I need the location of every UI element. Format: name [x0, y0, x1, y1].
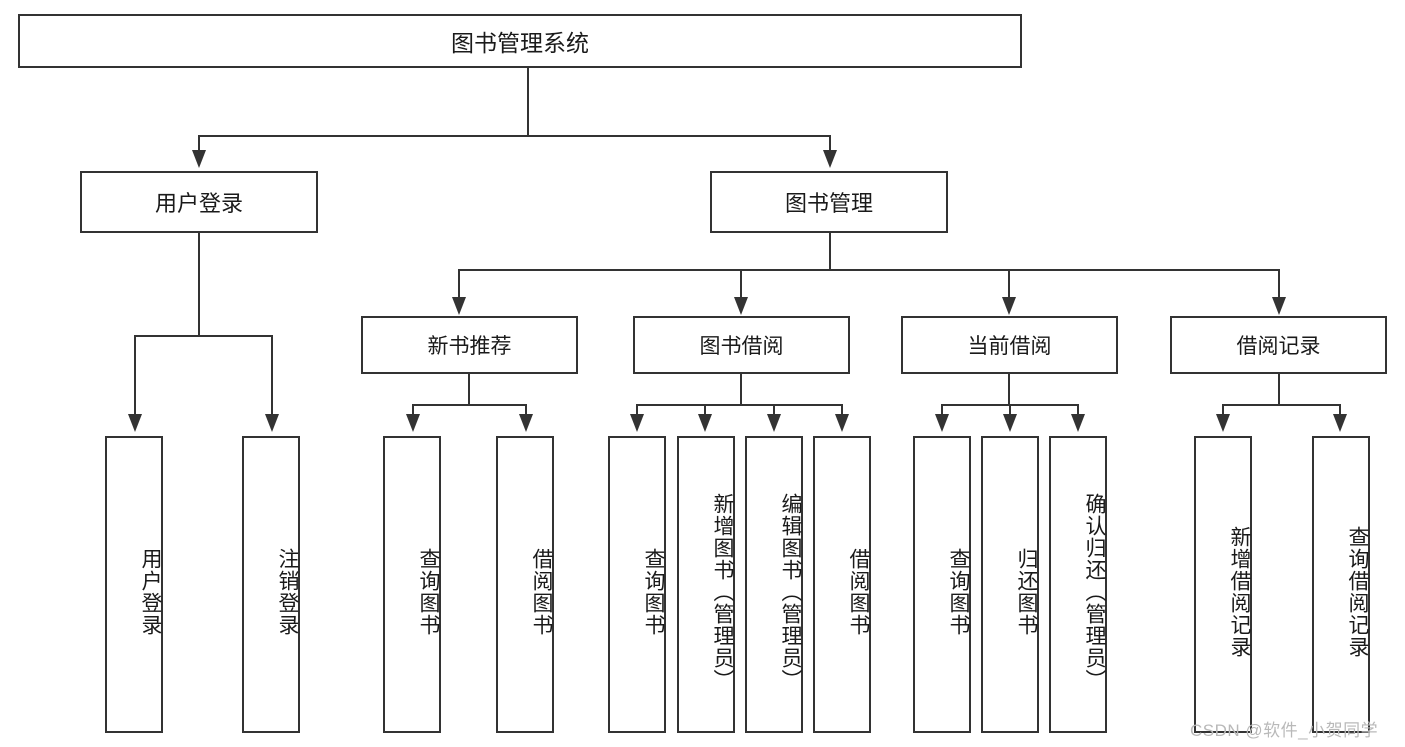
leaf-add-record-label: 新增借阅记录: [1228, 525, 1251, 658]
edge-user-login-bus: [134, 335, 273, 337]
edge-user-login-child-1: [134, 335, 136, 418]
arrow-to-book-borrow-icon: [734, 297, 748, 315]
edge-to-book-borrow: [740, 269, 742, 301]
arrow-borrow-record-child-1-icon: [1216, 414, 1230, 432]
edge-to-user-login: [198, 135, 200, 155]
edge-to-new-book-recommend: [458, 269, 460, 301]
leaf-borrow-book-1[interactable]: 借阅图书: [496, 436, 554, 733]
edge-book-management-bus: [458, 269, 1280, 271]
node-new-book-recommend[interactable]: 新书推荐: [361, 316, 578, 374]
node-root[interactable]: 图书管理系统: [18, 14, 1022, 68]
arrow-to-book-management-icon: [823, 150, 837, 168]
node-borrow-record[interactable]: 借阅记录: [1170, 316, 1387, 374]
edge-user-login-child-2: [271, 335, 273, 418]
node-user-login-label: 用户登录: [154, 191, 243, 216]
leaf-query-record[interactable]: 查询借阅记录: [1312, 436, 1370, 733]
arrow-user-login-child-2-icon: [265, 414, 279, 432]
leaf-user-login[interactable]: 用户登录: [105, 436, 163, 733]
arrow-book-borrow-child-3-icon: [767, 414, 781, 432]
arrow-current-borrow-child-3-icon: [1071, 414, 1085, 432]
leaf-logout-login-label: 注销登录: [276, 547, 299, 636]
leaf-borrow-book-2[interactable]: 借阅图书: [813, 436, 871, 733]
leaf-user-login-label: 用户登录: [139, 547, 162, 636]
leaf-query-book-1[interactable]: 查询图书: [383, 436, 441, 733]
edge-borrow-record-stem: [1278, 374, 1280, 405]
leaf-confirm-return[interactable]: 确认归还（管理员）: [1049, 436, 1107, 733]
edge-current-borrow-stem: [1008, 374, 1010, 405]
leaf-add-book[interactable]: 新增图书（管理员）: [677, 436, 735, 733]
node-book-borrow-label: 图书借阅: [699, 335, 784, 358]
edge-to-current-borrow: [1008, 269, 1010, 301]
edge-borrow-record-child-2: [1339, 404, 1341, 418]
leaf-add-record[interactable]: 新增借阅记录: [1194, 436, 1252, 733]
leaf-query-book-3-label: 查询图书: [947, 547, 970, 636]
leaf-edit-book[interactable]: 编辑图书（管理员）: [745, 436, 803, 733]
edge-new-book-recommend-child-2: [525, 404, 527, 418]
edge-to-borrow-record: [1278, 269, 1280, 301]
edge-book-borrow-stem: [740, 374, 742, 405]
edge-new-book-recommend-child-1: [412, 404, 414, 418]
edge-to-book-management: [829, 135, 831, 155]
arrow-to-user-login-icon: [192, 150, 206, 168]
edge-new-book-recommend-stem: [468, 374, 470, 405]
arrow-new-book-recommend-child-1-icon: [406, 414, 420, 432]
edge-book-borrow-child-1: [636, 404, 638, 418]
arrow-to-current-borrow-icon: [1002, 297, 1016, 315]
edge-root-bus: [198, 135, 831, 137]
arrow-book-borrow-child-2-icon: [698, 414, 712, 432]
leaf-query-record-label: 查询借阅记录: [1346, 525, 1369, 658]
watermark-text: CSDN @软件_小贺同学: [1190, 721, 1379, 740]
edge-current-borrow-child-1: [941, 404, 943, 418]
node-current-borrow[interactable]: 当前借阅: [901, 316, 1118, 374]
arrow-to-new-book-recommend-icon: [452, 297, 466, 315]
leaf-confirm-return-label: 确认归还（管理员）: [1083, 492, 1106, 691]
edge-user-login-stem: [198, 233, 200, 335]
leaf-edit-book-label: 编辑图书（管理员）: [779, 492, 802, 691]
leaf-return-book[interactable]: 归还图书: [981, 436, 1039, 733]
arrow-book-borrow-child-1-icon: [630, 414, 644, 432]
leaf-borrow-book-1-label: 借阅图书: [530, 547, 553, 636]
leaf-borrow-book-2-label: 借阅图书: [847, 547, 870, 636]
leaf-return-book-label: 归还图书: [1015, 547, 1038, 636]
leaf-add-book-label: 新增图书（管理员）: [711, 492, 734, 691]
arrow-user-login-child-1-icon: [128, 414, 142, 432]
leaf-query-book-3[interactable]: 查询图书: [913, 436, 971, 733]
edge-current-borrow-child-2: [1009, 404, 1011, 418]
arrow-current-borrow-child-2-icon: [1003, 414, 1017, 432]
node-user-login[interactable]: 用户登录: [80, 171, 318, 233]
edge-borrow-record-child-1: [1222, 404, 1224, 418]
edge-book-borrow-bus: [636, 404, 843, 406]
arrow-book-borrow-child-4-icon: [835, 414, 849, 432]
arrow-to-borrow-record-icon: [1272, 297, 1286, 315]
leaf-query-book-1-label: 查询图书: [417, 547, 440, 636]
edge-book-management-stem: [829, 233, 831, 271]
edge-current-borrow-child-3: [1077, 404, 1079, 418]
edge-book-borrow-child-4: [841, 404, 843, 418]
node-new-book-recommend-label: 新书推荐: [427, 335, 512, 358]
arrow-current-borrow-child-1-icon: [935, 414, 949, 432]
arrow-borrow-record-child-2-icon: [1333, 414, 1347, 432]
leaf-query-book-2[interactable]: 查询图书: [608, 436, 666, 733]
edge-root-stem: [527, 68, 529, 135]
node-book-borrow[interactable]: 图书借阅: [633, 316, 850, 374]
edge-book-borrow-child-3: [773, 404, 775, 418]
node-root-label: 图书管理系统: [451, 30, 589, 56]
node-book-management[interactable]: 图书管理: [710, 171, 948, 233]
leaf-logout-login[interactable]: 注销登录: [242, 436, 300, 733]
node-book-management-label: 图书管理: [784, 191, 873, 216]
edge-book-borrow-child-2: [704, 404, 706, 418]
leaf-query-book-2-label: 查询图书: [642, 547, 665, 636]
edge-new-book-recommend-bus: [412, 404, 527, 406]
arrow-new-book-recommend-child-2-icon: [519, 414, 533, 432]
edge-borrow-record-bus: [1222, 404, 1341, 406]
node-borrow-record-label: 借阅记录: [1236, 335, 1321, 358]
node-current-borrow-label: 当前借阅: [967, 335, 1052, 358]
